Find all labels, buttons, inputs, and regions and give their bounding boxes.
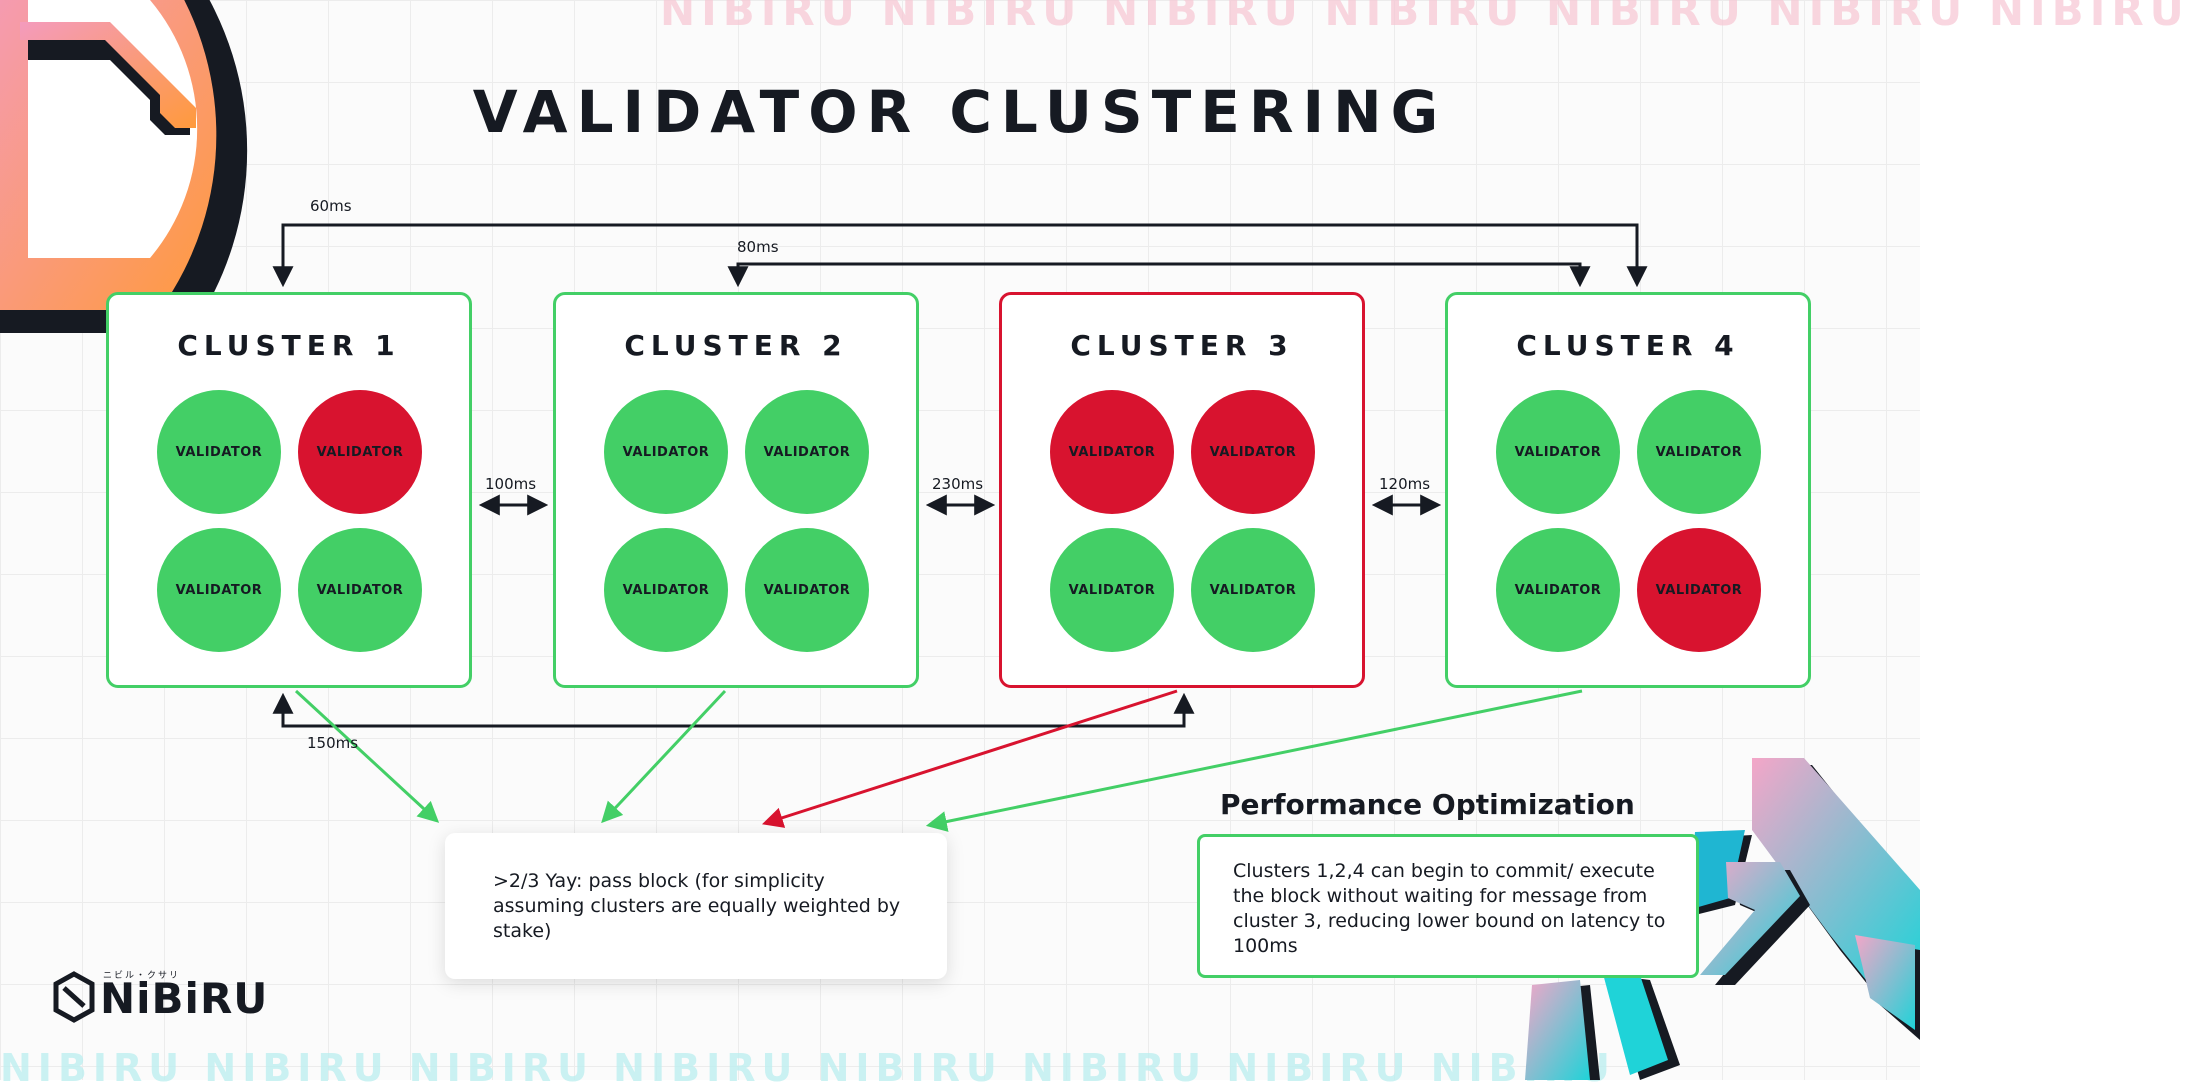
- validator-node-ok: VALIDATOR: [1050, 528, 1174, 652]
- nibiru-logo-icon: [53, 971, 95, 1023]
- validator-node-ok: VALIDATOR: [604, 390, 728, 514]
- watermark-bottom: NIBIRU NIBIRU NIBIRU NIBIRU NIBIRU NIBIR…: [0, 1046, 1616, 1090]
- validator-node-ok: VALIDATOR: [604, 528, 728, 652]
- validator-node-ok: VALIDATOR: [1496, 390, 1620, 514]
- cluster-title: CLUSTER 3: [1070, 329, 1294, 362]
- latency-label-c1-c3: 150ms: [307, 734, 359, 752]
- validator-node-bad: VALIDATOR: [298, 390, 422, 514]
- vote-c1: [294, 689, 440, 823]
- brand-subtitle: ニビル・クサリ: [103, 971, 181, 981]
- validator-node-ok: VALIDATOR: [157, 390, 281, 514]
- consensus-note: >2/3 Yay: pass block (for simplicity ass…: [445, 833, 947, 979]
- validator-node-ok: VALIDATOR: [745, 528, 869, 652]
- performance-title: Performance Optimization: [1220, 788, 1635, 821]
- validator-node-bad: VALIDATOR: [1191, 390, 1315, 514]
- validator-node-ok: VALIDATOR: [745, 390, 869, 514]
- decor-layer: [0, 0, 1920, 1080]
- validator-node-ok: VALIDATOR: [157, 528, 281, 652]
- nibiru-emblem-topleft: [0, 0, 248, 333]
- vote-c4: [925, 689, 1583, 832]
- validator-node-bad: VALIDATOR: [1050, 390, 1174, 514]
- validator-node-ok: VALIDATOR: [298, 528, 422, 652]
- validator-node-bad: VALIDATOR: [1637, 528, 1761, 652]
- brand-name: NiBiRU: [100, 974, 269, 1023]
- watermark-top: NIBIRU NIBIRU NIBIRU NIBIRU NIBIRU NIBIR…: [660, 0, 2190, 35]
- page-title: VALIDATOR CLUSTERING: [472, 78, 1448, 146]
- latency-label-c1-c2: 100ms: [485, 475, 537, 493]
- link-c1-c4: [272, 223, 1648, 288]
- latency-label-c3-c4: 120ms: [1379, 475, 1431, 493]
- cluster-title: CLUSTER 1: [177, 329, 401, 362]
- performance-description: Clusters 1,2,4 can begin to commit/ exec…: [1197, 834, 1699, 978]
- latency-label-c1-c4: 60ms: [310, 197, 352, 215]
- latency-label-c2-c3: 230ms: [932, 475, 984, 493]
- validator-node-ok: VALIDATOR: [1496, 528, 1620, 652]
- link-c1-c3: [272, 692, 1195, 728]
- link-c2-c4: [727, 262, 1591, 288]
- latency-label-c2-c4: 80ms: [737, 238, 779, 256]
- cluster-title: CLUSTER 2: [624, 329, 848, 362]
- validator-node-ok: VALIDATOR: [1191, 528, 1315, 652]
- cluster-title: CLUSTER 4: [1516, 329, 1740, 362]
- validator-node-ok: VALIDATOR: [1637, 390, 1761, 514]
- nibiru-shapes-bottomright: [1525, 758, 1920, 1080]
- vote-c3: [762, 689, 1178, 828]
- connections-layer: [272, 223, 1648, 832]
- vote-c2: [601, 689, 727, 824]
